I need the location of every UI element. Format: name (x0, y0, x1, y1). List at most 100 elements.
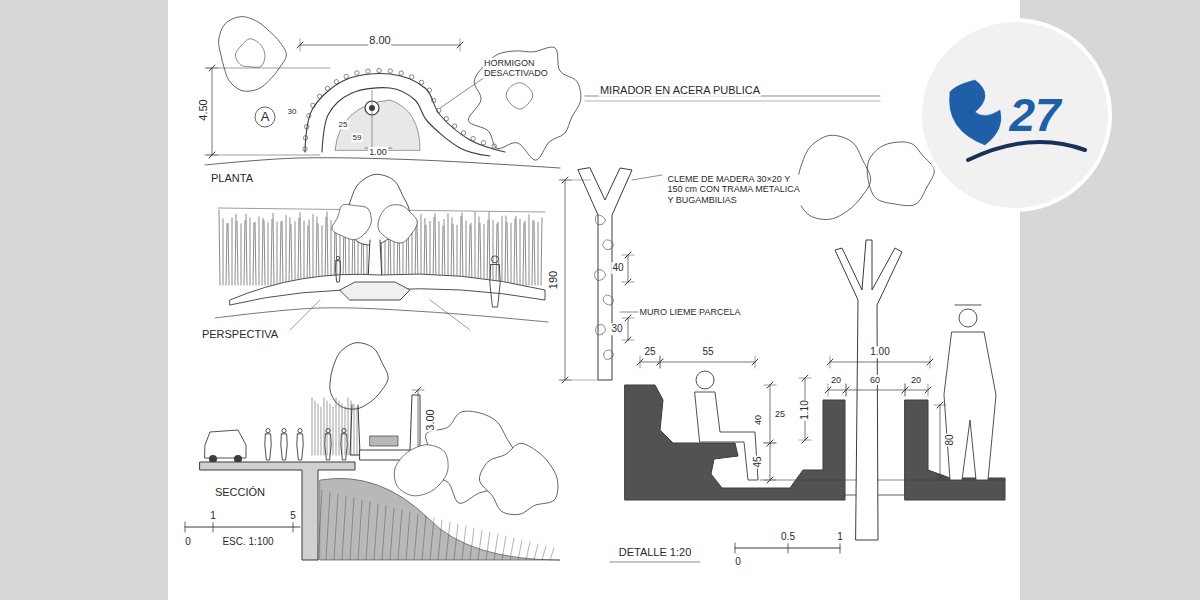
detail-dimension-ext (828, 384, 829, 396)
section-slope-hatch (534, 544, 538, 560)
perspective-hedge (448, 213, 449, 285)
section-tree-crown (330, 343, 388, 409)
plan-bench (322, 88, 490, 156)
perspective-hedge (532, 220, 533, 285)
section-slope-hatch (390, 508, 394, 560)
logo-swoosh (968, 142, 1085, 160)
dimension: 25 (774, 409, 786, 419)
section-slope-hatch (414, 514, 418, 560)
logo-disc (920, 20, 1110, 210)
plan-tree (219, 17, 287, 92)
scale-number: 1 (836, 531, 844, 543)
perspective-hedge (271, 219, 272, 285)
perspective-hedge (538, 222, 539, 285)
detail-dimension (565, 180, 566, 380)
section-slope-hatch (326, 492, 330, 560)
perspective-hedge (262, 218, 263, 285)
plan-planting (355, 71, 359, 75)
section-slope-hatch (382, 506, 386, 560)
detail-dimension-ext (799, 440, 811, 441)
scale-number: 1 (209, 510, 217, 522)
section-slope-hatch (502, 536, 506, 560)
dimension: 8.00 (368, 34, 391, 47)
dimension: 25 (338, 120, 349, 129)
section-slope-hatch (342, 496, 346, 560)
perspective-hedge (277, 222, 278, 285)
dimension: 3.00 (424, 408, 437, 431)
detail-dimension (770, 385, 771, 443)
section-car (205, 430, 246, 458)
plan-planting (481, 141, 485, 145)
plan-planting (317, 94, 321, 98)
perspective-hedge (237, 221, 238, 285)
section-hedge (318, 404, 319, 455)
perspective-figure-head (492, 256, 499, 263)
section-hedge (342, 404, 343, 455)
detail-dimension-ext (799, 378, 811, 379)
section-hedge (351, 401, 352, 455)
perspective-hedge (259, 217, 260, 285)
plan-guide (205, 155, 320, 156)
perspective-hedge (244, 221, 245, 285)
detail-leader (632, 175, 662, 180)
section-slope-hatch (446, 522, 450, 560)
section-slope-hatch (526, 542, 530, 560)
perspective-hedge (228, 223, 229, 285)
section-figure-head (266, 429, 270, 433)
plan-planting (334, 80, 338, 84)
scale-number: 0 (734, 556, 742, 568)
perspective-bench (230, 274, 545, 305)
section-slope-hatch (334, 494, 338, 560)
perspective-planter (340, 282, 410, 300)
plan-guide (205, 68, 330, 69)
detail-post (578, 168, 632, 380)
section-hedge (354, 404, 355, 455)
plan-tree-inner (506, 83, 533, 109)
perspective-hedge (250, 218, 251, 285)
section-tree-crown (394, 445, 448, 496)
section-hedge (330, 404, 331, 455)
section-tree-trunk (350, 405, 360, 455)
material-note: CLEME DE MADERA 30×20 Y 150 cm CON TRAMA… (667, 174, 804, 205)
plan-planting (410, 75, 414, 79)
detail-dimension-ext (622, 318, 634, 319)
dimension: 1.00 (869, 346, 890, 358)
detail-climber (596, 325, 606, 335)
detail-dimension (660, 362, 755, 363)
section-slope-hatch (510, 538, 514, 560)
detail-climber (595, 215, 605, 225)
plan-tree (468, 47, 581, 160)
dimension: 45 (752, 455, 764, 468)
perspective-hedge (235, 214, 236, 285)
plan-planting (307, 114, 311, 118)
perspective-hedge (273, 213, 274, 285)
dimension: 30 (287, 107, 298, 116)
detail-title-underline (610, 562, 700, 563)
perspective-hedge (291, 225, 292, 285)
material-note: MURO LIEME PARCELA (639, 307, 742, 317)
perspective-hedge (534, 221, 535, 285)
section-hedge (315, 401, 316, 455)
perspective-hedge (516, 216, 517, 285)
section-figure-head (326, 429, 330, 433)
plan-planting (452, 124, 456, 128)
plan-dimension (212, 68, 213, 155)
section-figure-head (298, 429, 302, 433)
detail-climber (603, 295, 613, 305)
scale-tick (735, 543, 736, 553)
plan-paving (335, 100, 420, 150)
section-tree-crown (479, 443, 557, 514)
scale-number: 5 (289, 510, 297, 522)
perspective-path (290, 300, 320, 330)
perspective-hedge (502, 216, 503, 285)
detail-leader (620, 312, 640, 313)
section-slope-hatch (422, 516, 426, 560)
title-underline (585, 101, 880, 102)
perspective-hedge (498, 222, 499, 285)
scale-bar (185, 527, 300, 528)
sheet-heading: MIRADOR EN ACERA PUBLICA (599, 84, 761, 97)
detail-dimension (628, 318, 629, 340)
section-dimension-ext (412, 390, 424, 391)
perspective-hedge (264, 221, 265, 285)
section-hedge (345, 407, 346, 455)
